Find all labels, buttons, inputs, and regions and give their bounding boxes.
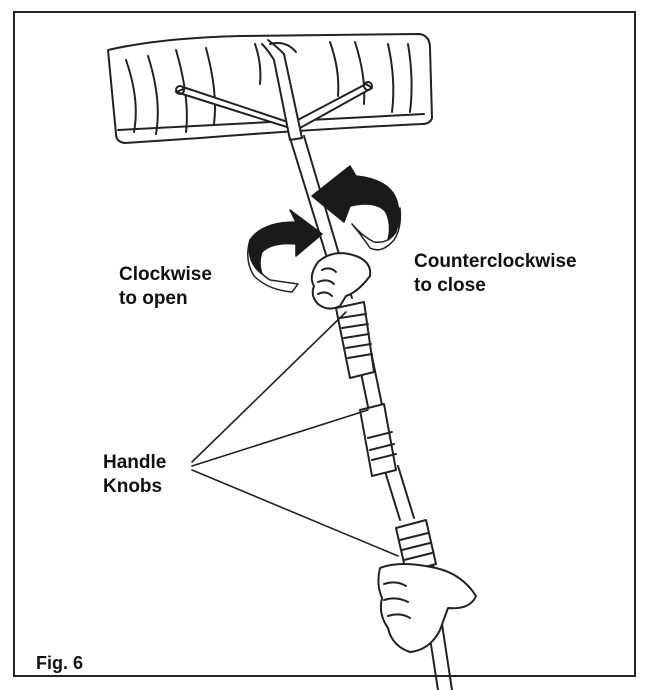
shovel-blade (107, 33, 433, 144)
handle-knob-bottom (395, 519, 437, 573)
knob-leader-lines (191, 311, 399, 557)
lower-hand (377, 563, 477, 653)
handle-knob-top (335, 301, 375, 379)
counterclockwise-arrow-icon (311, 165, 402, 251)
handle-knob-middle (359, 403, 397, 477)
clockwise-label: Clockwise to open (119, 264, 212, 309)
clockwise-arrow-icon (247, 209, 323, 293)
counterclockwise-label: Counterclockwise to close (414, 251, 577, 296)
handle-knobs-label: Handle Knobs (103, 452, 167, 497)
upper-hand (310, 252, 372, 310)
figure-number: Fig. 6 (36, 653, 84, 673)
